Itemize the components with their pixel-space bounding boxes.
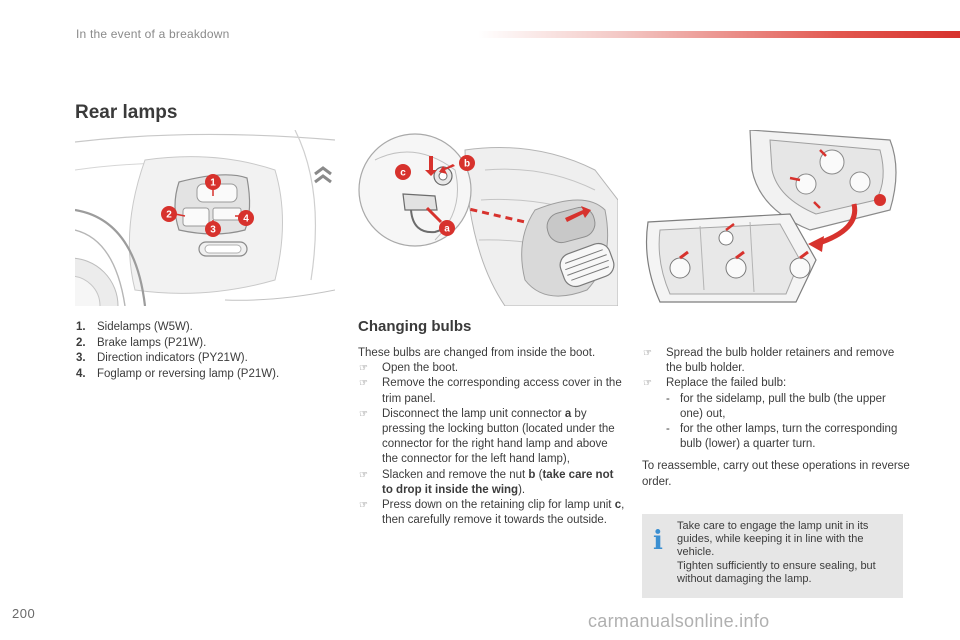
pointer-icon: ☞ [359,378,368,390]
pointer-icon: ☞ [359,500,368,512]
reassemble-text: To reassemble, carry out these operation… [642,460,910,488]
step-spread-retainers: ☞Spread the bulb holder retainers and re… [643,347,895,375]
svg-text:3: 3 [210,225,216,236]
list-item: 4.Foglamp or reversing lamp (P21W). [76,367,280,380]
changing-bulbs-title: Changing bulbs [358,318,472,335]
svg-text:b: b [464,159,470,170]
callout-4: 4 [238,210,254,226]
pointer-icon: ☞ [643,348,652,359]
instructions-column-2: ☞Spread the bulb holder retainers and re… [642,346,910,490]
svg-text:1: 1 [210,178,216,189]
header-accent-bar [478,31,960,38]
step-disconnect-connector: ☞Disconnect the lamp unit connector a by… [359,407,615,466]
callout-c: c [395,164,411,180]
info-icon: i [653,526,663,556]
step-press-clip: ☞Press down on the retaining clip for la… [359,499,625,527]
bulb-holder-illustration [640,130,901,306]
lamp-list: 1.Sidelamps (W5W). 2.Brake lamps (P21W).… [76,320,280,382]
pointer-icon: ☞ [359,408,368,420]
step-replace-bulb: ☞Replace the failed bulb: [642,376,910,391]
callout-b: b [459,155,475,171]
pointer-icon: ☞ [359,469,368,481]
callout-1: 1 [205,174,221,190]
pointer-icon: ☞ [643,378,652,390]
instructions-column-1: These bulbs are changed from inside the … [358,346,626,528]
step-remove-cover: ☞Remove the corresponding access cover i… [359,377,622,405]
list-item: 3.Direction indicators (PY21W). [76,352,248,364]
callout-a: a [439,220,455,236]
sub-step-other-lamps: -for the other lamps, turn the correspon… [666,423,898,451]
callout-3: 3 [205,221,221,237]
step-open-boot: ☞Open the boot. [358,361,626,376]
step-slacken-nut: ☞Slacken and remove the nut b (take care… [359,468,614,496]
lamp-unit-removal-illustration: c b a [355,130,618,306]
list-item: 2.Brake lamps (P21W). [76,336,207,349]
list-item: 1.Sidelamps (W5W). [76,321,193,333]
rear-lamp-location-illustration: 1 2 3 4 [75,130,335,306]
intro-text: These bulbs are changed from inside the … [358,347,596,359]
svg-text:2: 2 [166,210,172,221]
page-number: 200 [12,606,36,621]
chapter-title: In the event of a breakdown [76,27,230,41]
callout-2: 2 [161,206,177,222]
watermark: carmanualsonline.info [588,611,770,631]
sub-step-sidelamp: -for the sidelamp, pull the bulb (the up… [666,392,886,420]
svg-text:a: a [444,224,450,235]
svg-text:4: 4 [243,214,249,225]
svg-text:c: c [400,168,406,179]
info-box: i Take care to engage the lamp unit in i… [642,514,903,598]
info-text: Take care to engage the lamp unit in its… [677,520,876,585]
pointer-icon: ☞ [359,363,368,375]
section-title: Rear lamps [75,102,178,123]
